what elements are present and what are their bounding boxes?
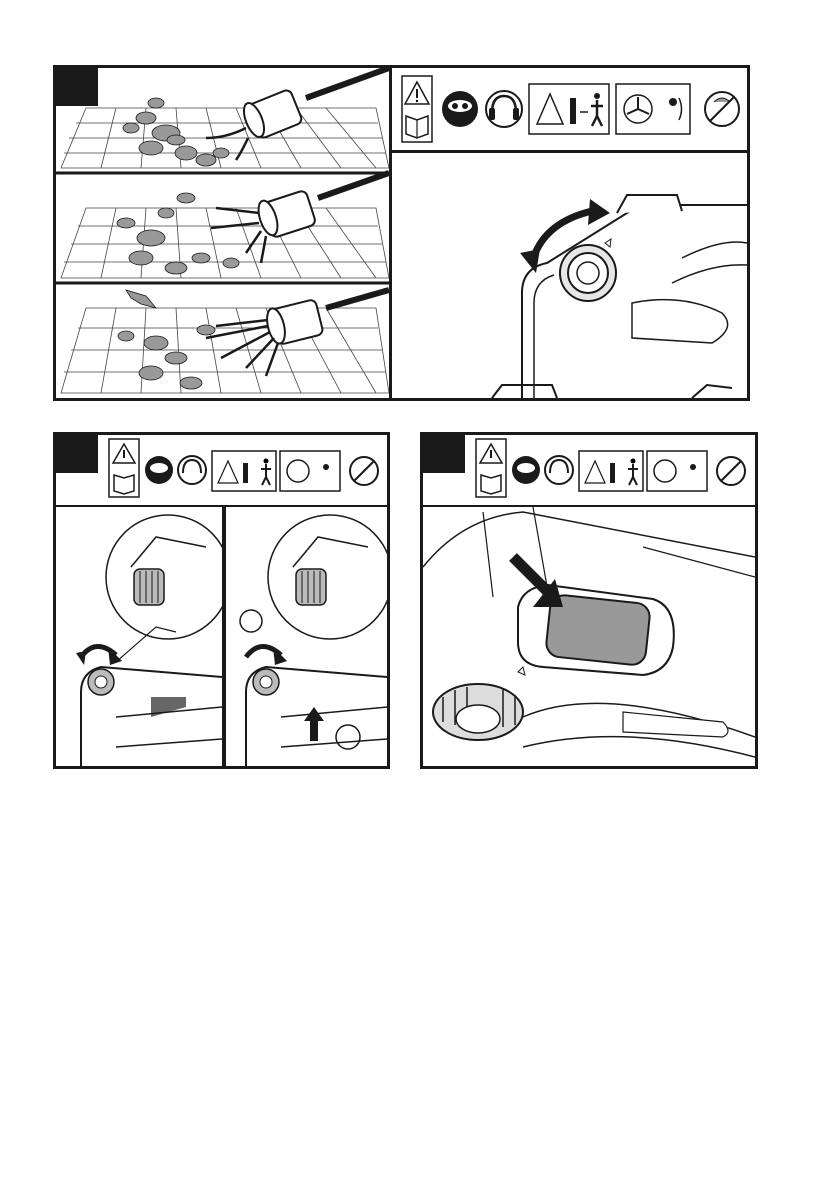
- figure-tag: [56, 68, 98, 106]
- top-right-knob-panel: [392, 65, 750, 401]
- hearing-protection-icon: [178, 456, 206, 484]
- no-rain-icon: [350, 457, 378, 485]
- blowing-scenes-illustration: [56, 68, 389, 398]
- air-arrows-scene-2: [211, 208, 266, 263]
- no-rain-icon: [717, 457, 745, 485]
- figure-tag: [56, 435, 98, 473]
- safety-pictogram-bar: [104, 435, 387, 503]
- step-circle-2: [336, 725, 360, 749]
- blower-scene-1: [240, 68, 389, 140]
- eye-protection-icon: [145, 456, 173, 484]
- manual-book-icon: [406, 116, 428, 138]
- bottom-left-panel: [53, 432, 390, 769]
- eye-protection-icon: [512, 456, 540, 484]
- grid-scene-2: [61, 208, 389, 278]
- step-left-illustration: [56, 505, 224, 766]
- step-right-illustration: [224, 505, 387, 766]
- leaves-scene-3: [118, 290, 215, 389]
- blower-scene-3: [264, 290, 389, 345]
- blower-scene-2: [255, 173, 389, 238]
- rotate-arrow-icon: [76, 646, 122, 665]
- hearing-protection-icon: [545, 456, 573, 484]
- button-press-illustration: [423, 505, 755, 766]
- bottom-right-panel: [420, 432, 758, 769]
- rotate-arrow-icon: [246, 646, 287, 665]
- step-circle-1: [240, 610, 262, 632]
- grid-scene-3: [61, 308, 389, 393]
- knob-rotation-illustration: [392, 153, 747, 401]
- top-left-scenes: [53, 65, 392, 401]
- figure-tag: [423, 435, 465, 473]
- no-rain-icon: [705, 92, 739, 126]
- hearing-protection-icon: [486, 91, 522, 127]
- push-up-arrow-icon: [304, 707, 324, 741]
- manual-book-icon: [114, 475, 134, 494]
- safety-pictogram-bar: [392, 68, 747, 153]
- grid-scene-1: [61, 108, 389, 168]
- manual-book-icon: [481, 475, 501, 494]
- eye-protection-icon: [442, 91, 478, 127]
- safety-pictogram-bar: [471, 435, 755, 503]
